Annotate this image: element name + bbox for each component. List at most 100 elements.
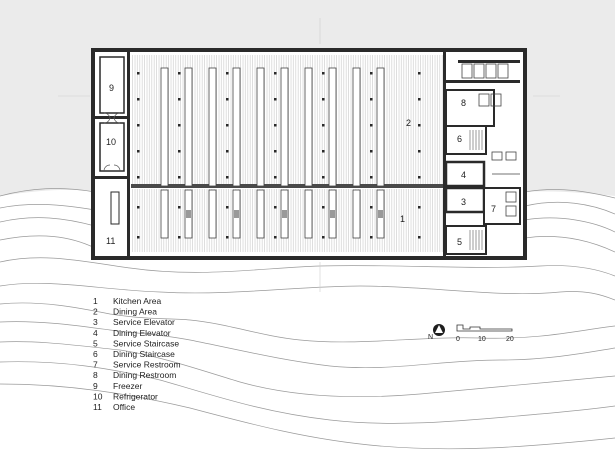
column-dot [322, 206, 325, 209]
dining-table [376, 67, 385, 187]
column-dot [137, 72, 140, 75]
column-dot [137, 124, 140, 127]
dining-table [256, 67, 265, 187]
column-dot [178, 98, 181, 101]
column-dot [322, 150, 325, 153]
column-dot [137, 236, 140, 239]
legend-number: 2 [93, 307, 98, 317]
legend-label: Service Staircase [113, 338, 179, 348]
sink-fixture [378, 210, 383, 218]
dining-elevator [444, 160, 486, 188]
legend-number: 10 [93, 391, 103, 401]
dining-table [160, 67, 169, 187]
column-dot [370, 236, 373, 239]
north-arrow: N [428, 324, 445, 341]
dining-table [232, 67, 241, 187]
legend-label: Dining Staircase [113, 349, 175, 359]
column-dot [178, 150, 181, 153]
column-dot [178, 236, 181, 239]
kitchen-counter [208, 189, 217, 239]
legend-label: Service Restroom [113, 360, 181, 370]
kitchen-counter [160, 189, 169, 239]
column-dot [370, 150, 373, 153]
column-dot [322, 72, 325, 75]
dining-table [280, 67, 289, 187]
left-column-wall [127, 52, 130, 256]
room-legend: 1 Kitchen Area 2 Dining Area 3 Service Elevat… [93, 296, 181, 412]
room-label-2: 2 [406, 118, 411, 128]
legend-label: Refrigerator [113, 391, 158, 401]
scale-tick-0: 0 [456, 336, 460, 343]
scale-tick-20: 20 [506, 336, 514, 343]
column-dot [274, 124, 277, 127]
refrigerator-box [99, 122, 125, 172]
legend-label: Dining Elevator [113, 328, 171, 338]
column-dot [226, 98, 229, 101]
column-dot [137, 206, 140, 209]
column-dot [137, 176, 140, 179]
column-dot [137, 98, 140, 101]
column-dot [370, 98, 373, 101]
column-dot [418, 236, 421, 239]
column-dot [178, 72, 181, 75]
dining-table [328, 67, 337, 187]
column-dot [418, 176, 421, 179]
legend-number: 4 [93, 328, 98, 338]
room-label-1: 1 [400, 214, 405, 224]
column-dot [226, 236, 229, 239]
dining-stair-treads [469, 130, 483, 150]
column-dot [178, 206, 181, 209]
dining-restroom [445, 89, 495, 127]
kitchen-counter [304, 189, 313, 239]
legend-number: 3 [93, 317, 98, 327]
column-dot [370, 72, 373, 75]
column-dot [418, 206, 421, 209]
column-dot [418, 124, 421, 127]
room-label-3: 3 [461, 197, 466, 207]
column-dot [370, 206, 373, 209]
sink-fixture [330, 210, 335, 218]
column-dot [178, 124, 181, 127]
sink-fixture [282, 210, 287, 218]
column-dot [226, 72, 229, 75]
column-dot [226, 176, 229, 179]
room-label-4: 4 [461, 170, 466, 180]
wall-freezer-ref [95, 116, 127, 119]
legend-label: Service Elevator [113, 317, 175, 327]
room-label-8: 8 [461, 98, 466, 108]
legend-number: 1 [93, 296, 98, 306]
room-label-11: 11 [106, 236, 115, 246]
sink-fixture [186, 210, 191, 218]
legend-label: Dining Area [113, 307, 157, 317]
column-dot [137, 150, 140, 153]
room-label-9: 9 [109, 83, 114, 93]
room-label-6: 6 [457, 134, 462, 144]
legend-label: Kitchen Area [113, 296, 161, 306]
office-desk [110, 191, 120, 225]
column-dot [274, 176, 277, 179]
service-stair-treads [469, 230, 483, 250]
column-dot [322, 176, 325, 179]
legend-number: 6 [93, 349, 98, 359]
room-label-7: 7 [491, 204, 496, 214]
column-dot [370, 124, 373, 127]
legend-label: Office [113, 402, 135, 412]
restroom-stalls [461, 63, 509, 107]
dining-table [208, 67, 217, 187]
dining-staircase [445, 125, 487, 155]
room-label-5: 5 [457, 237, 462, 247]
kitchen-counter [352, 189, 361, 239]
column-dot [274, 98, 277, 101]
dining-table [352, 67, 361, 187]
column-dot [226, 206, 229, 209]
right-core-wall [443, 52, 446, 256]
service-elevator [444, 186, 486, 214]
service-staircase [445, 225, 487, 255]
column-dot [322, 236, 325, 239]
north-label: N [428, 334, 433, 341]
service-fixtures [505, 191, 517, 217]
column-dot [418, 72, 421, 75]
dining-table [184, 67, 193, 187]
